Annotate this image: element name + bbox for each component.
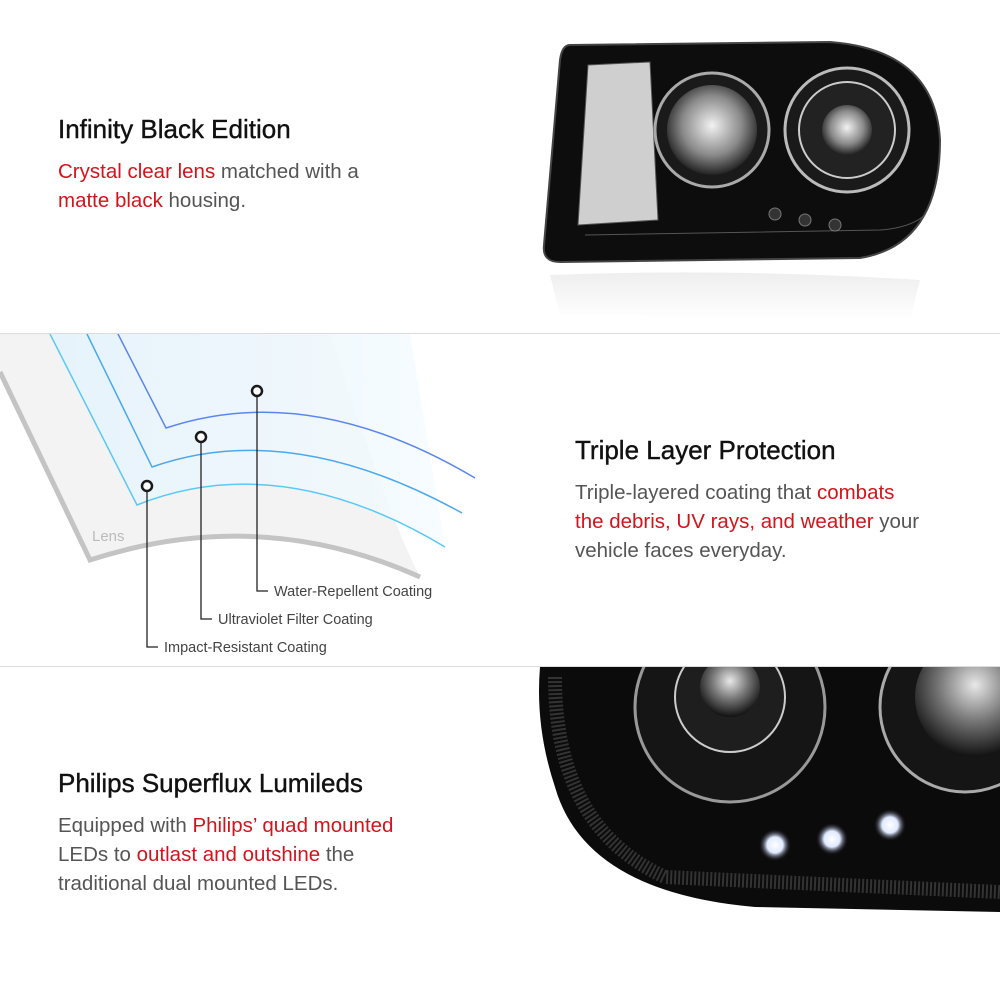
highlight-text: outlast and outshine xyxy=(136,843,321,866)
lens-label: Lens xyxy=(92,528,125,545)
headlight-closeup-image xyxy=(539,667,1000,912)
callout-label-uv-filter: Ultraviolet Filter Coating xyxy=(218,612,373,628)
text: housing. xyxy=(162,189,247,212)
led-icon xyxy=(816,823,848,855)
coating-diagram: Lens Water-Repellent Coating Ultraviolet… xyxy=(0,334,476,656)
highlight-text: matte black xyxy=(58,189,163,212)
text: the xyxy=(320,843,355,866)
section-description: Equipped with Philips’ quad mounted LEDs… xyxy=(58,811,393,898)
section-title: Philips Superflux Lumileds xyxy=(58,768,363,798)
section-description: Triple-layered coating that combats the … xyxy=(575,478,919,565)
text: vehicle faces everyday. xyxy=(575,539,787,562)
section-philips-leds: Philips Superflux Lumileds Equipped with… xyxy=(0,667,1000,1000)
divider xyxy=(0,666,1000,667)
text: Equipped with xyxy=(58,814,193,837)
highlight-text: combats xyxy=(816,481,895,504)
highlight-text: Philips’ quad mounted xyxy=(192,814,394,837)
text: your xyxy=(873,510,920,533)
divider xyxy=(0,333,1000,334)
coating-layer-middle xyxy=(86,334,463,514)
callout-marker xyxy=(250,384,264,398)
callout-marker xyxy=(140,479,154,493)
headlight-image xyxy=(542,40,942,320)
callout-marker xyxy=(194,430,208,444)
text: traditional dual mounted LEDs. xyxy=(58,872,339,895)
callout-label-water-repellent: Water-Repellent Coating xyxy=(274,584,432,600)
text: matched with a xyxy=(215,160,359,183)
coating-layer-inner xyxy=(49,334,446,548)
text: LEDs to xyxy=(58,843,137,866)
section-title: Infinity Black Edition xyxy=(58,114,291,144)
highlight-text: Crystal clear lens xyxy=(58,160,216,183)
text: Triple-layered coating that xyxy=(575,481,817,504)
led-icon xyxy=(874,809,906,841)
section-triple-layer: Triple Layer Protection Triple-layered c… xyxy=(0,334,1000,666)
callout-label-impact-resistant: Impact-Resistant Coating xyxy=(164,640,327,656)
section-infinity-black: Infinity Black Edition Crystal clear len… xyxy=(0,0,1000,333)
coating-layer-outer xyxy=(117,334,476,479)
section-description: Crystal clear lens matched with a matte … xyxy=(58,157,359,215)
highlight-text: the debris, UV rays, and weather xyxy=(575,510,874,533)
led-icon xyxy=(759,829,791,861)
section-title: Triple Layer Protection xyxy=(575,435,836,465)
